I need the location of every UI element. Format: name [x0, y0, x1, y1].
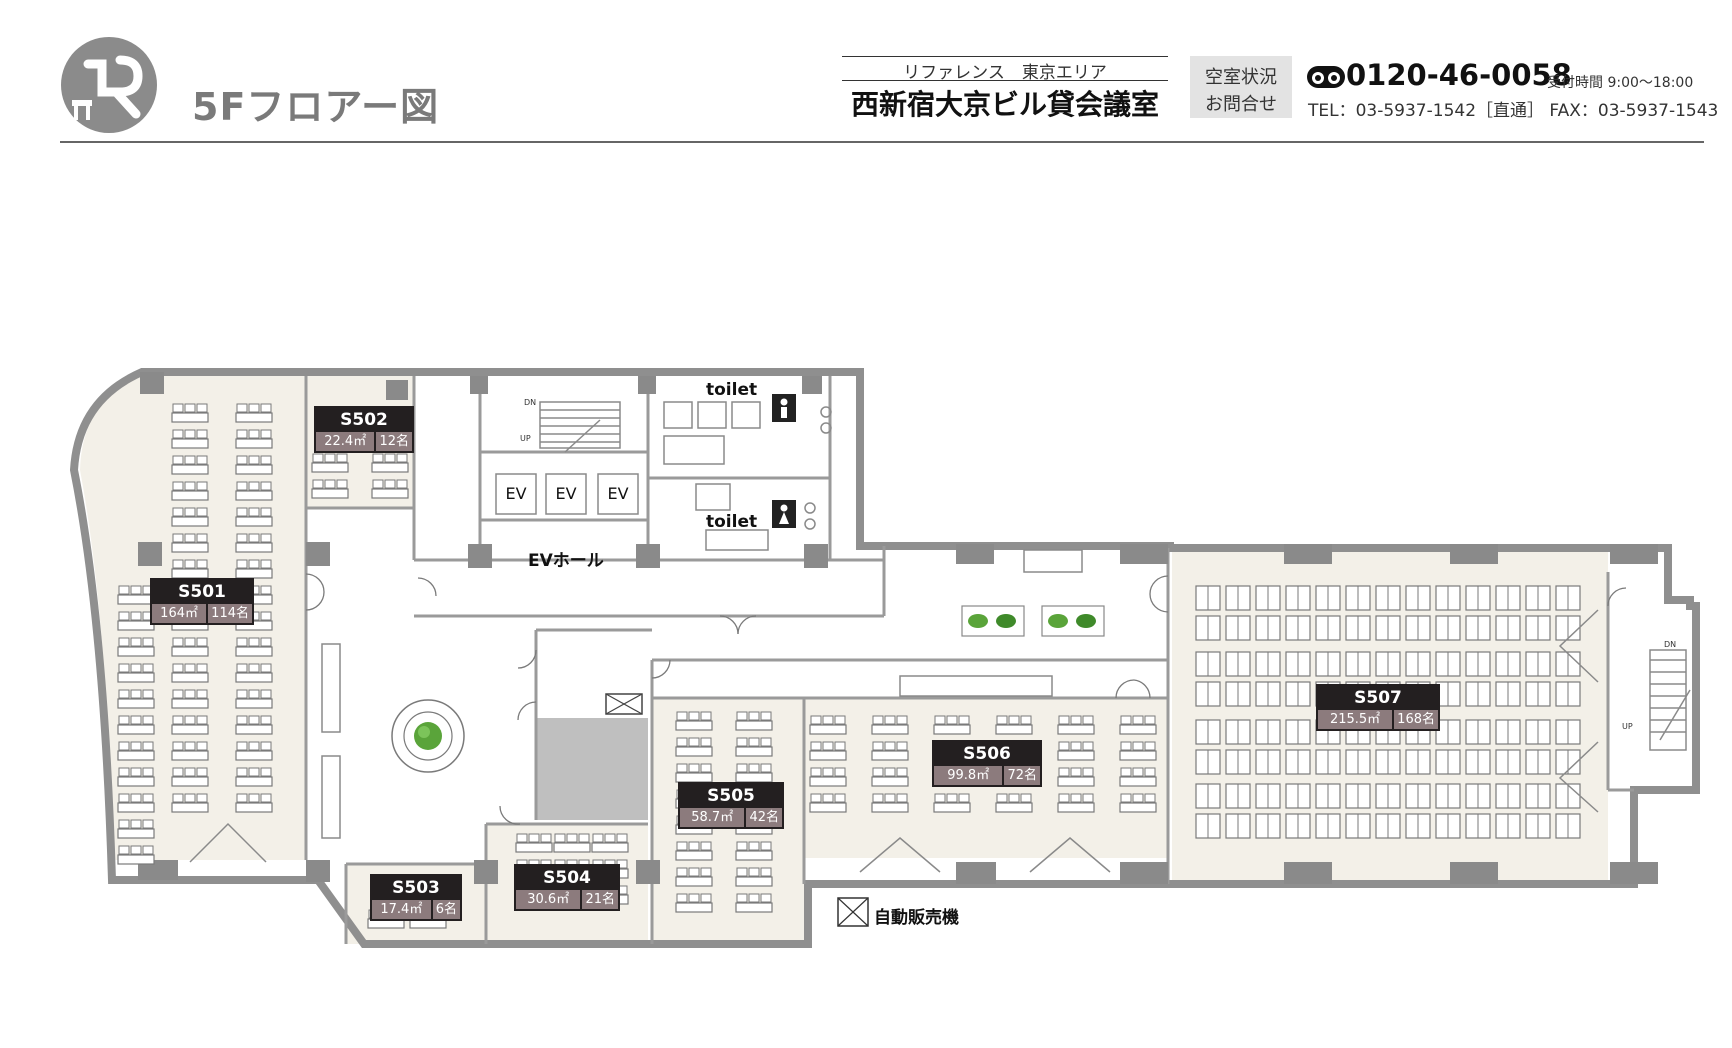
room-area: 164㎡ [152, 604, 207, 623]
elevator-2 [545, 473, 587, 515]
stairs-right-dn-label: DN [1664, 640, 1677, 649]
room-name: S506 [963, 744, 1011, 764]
inquiry-line2: お問合せ [1205, 94, 1277, 115]
freedial-number: 0120-46-0058 [1346, 58, 1572, 92]
reference-logo-icon [61, 37, 157, 133]
vending-legend-icon [837, 897, 869, 927]
header-divider [60, 141, 1704, 143]
projector-s506b-icon [1029, 837, 1111, 873]
projector-s507b-icon [1558, 741, 1599, 813]
tel-fax-line: TEL：03-5937-1542［直通］ FAX：03-5937-1543 [1308, 101, 1719, 121]
ev-hall-label: EVホール [528, 551, 604, 571]
room-capacity: 42名 [746, 808, 782, 827]
room-name: S502 [340, 410, 388, 430]
lobby-bench-left [321, 643, 341, 733]
room-name: S507 [1354, 688, 1402, 708]
freedial-icon [1307, 66, 1345, 88]
ev2-label: EV [555, 484, 577, 503]
business-hours: 受付時間 9:00〜18:00 [1547, 75, 1694, 91]
subtitle-rule-top [842, 56, 1168, 57]
room-area: 22.4㎡ [316, 432, 375, 451]
stairs-right-up-label: UP [1622, 722, 1633, 731]
elevator-3 [597, 473, 639, 515]
vending-legend-label: 自動販売機 [874, 908, 959, 928]
room-name: S504 [543, 868, 591, 888]
subtitle-rule-bottom [842, 80, 1168, 81]
lobby-sofa-left [321, 755, 341, 839]
core-shaft [536, 718, 648, 820]
room-capacity: 168名 [1394, 710, 1438, 729]
room-name: S503 [392, 878, 440, 898]
toilet-top-label: toilet [706, 380, 758, 400]
room-area: 58.7㎡ [680, 808, 745, 827]
projector-s501-icon [189, 822, 267, 863]
toilet-bottom-label: toilet [706, 512, 758, 532]
ev1-label: EV [505, 484, 527, 503]
doors [305, 573, 1627, 825]
room-capacity: 21名 [582, 890, 618, 909]
room-area: 30.6㎡ [516, 890, 581, 909]
pillars [138, 372, 1658, 884]
inquiry-line1: 空室状況 [1205, 67, 1277, 88]
ev3-label: EV [607, 484, 629, 503]
room-area: 99.8㎡ [934, 766, 1003, 785]
room-name: S505 [707, 786, 755, 806]
s502-desks [311, 453, 409, 499]
lobby-cabinet [1023, 549, 1083, 573]
toilet-stalls [663, 401, 832, 551]
projector-s507a-icon [1558, 609, 1599, 683]
room-capacity: 12名 [376, 432, 412, 451]
room-capacity: 114名 [208, 604, 252, 623]
round-bench [391, 699, 465, 773]
elevator-1 [495, 473, 537, 515]
stairs-left-up-label: UP [520, 434, 531, 443]
projector-s506a-icon [859, 837, 941, 873]
stairs-left [539, 401, 621, 453]
room-area: 215.5㎡ [1318, 710, 1393, 729]
room-area: 17.4㎡ [372, 900, 431, 919]
building-name: 西新宿大京ビル貸会議室 [850, 88, 1159, 121]
room-capacity: 72名 [1004, 766, 1040, 785]
outer-walls [69, 368, 1700, 948]
room-capacity: 6名 [432, 900, 460, 919]
stairs-left-dn-label: DN [524, 398, 537, 407]
area-subtitle: リファレンス 東京エリア [903, 63, 1107, 83]
vending-machine-icon [605, 693, 643, 715]
lobby-counter [899, 675, 1053, 697]
room-name: S501 [178, 582, 226, 602]
stairs-right [1649, 649, 1691, 751]
inquiry-badge: 空室状況 お問合せ [1190, 56, 1292, 118]
floor-title: 5Fフロアー図 [192, 85, 440, 129]
